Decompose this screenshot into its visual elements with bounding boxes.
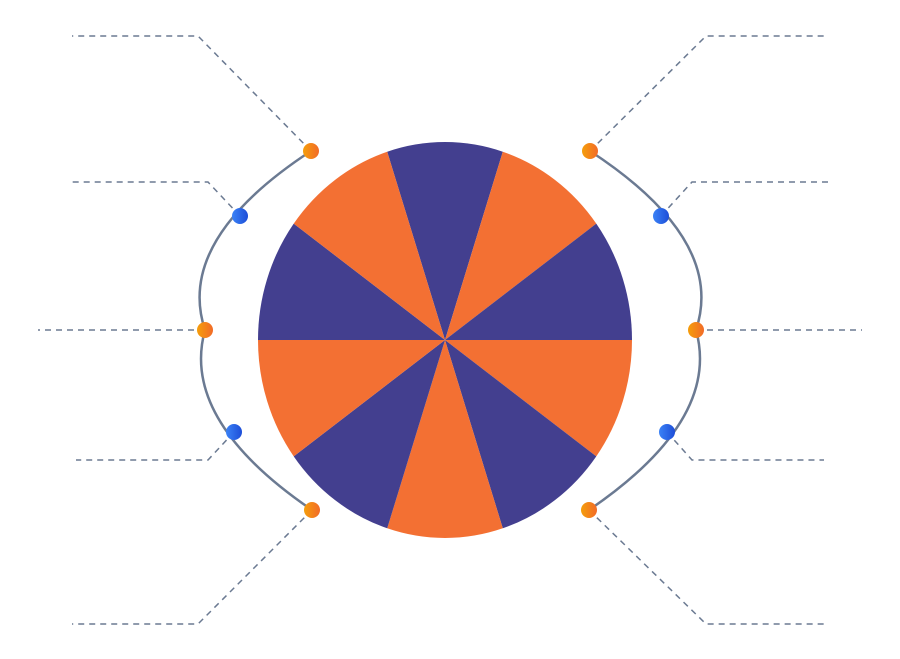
- wheel-segment-4: [445, 340, 632, 457]
- orange-connector-dot: [582, 143, 598, 159]
- orange-connector-dot: [581, 502, 597, 518]
- blue-connector-dot: [653, 208, 669, 224]
- leader-line-right-7: [660, 181, 830, 217]
- leader-line-right-10: [588, 509, 828, 625]
- connector-dots: [197, 143, 704, 518]
- wheel-segment-3: [445, 223, 632, 340]
- blue-connector-dot: [232, 208, 248, 224]
- leader-line-right-6: [589, 35, 828, 152]
- wheel-segment-10: [293, 151, 445, 340]
- blue-connector-dot: [226, 424, 242, 440]
- wheel-segment-1: [387, 141, 503, 340]
- leader-lines: [38, 35, 862, 625]
- wheel-segment-7: [293, 340, 445, 529]
- wheel: [258, 141, 632, 539]
- wheel-segment-2: [445, 151, 597, 340]
- leader-line-left-1: [72, 35, 312, 152]
- leader-line-left-5: [72, 509, 313, 625]
- blue-connector-dot: [659, 424, 675, 440]
- leader-line-left-2: [70, 181, 241, 217]
- leader-line-left-4: [76, 431, 235, 461]
- wheel-segment-6: [387, 340, 503, 539]
- orange-connector-dot: [688, 322, 704, 338]
- leader-line-right-9: [666, 431, 824, 461]
- wheel-segment-9: [258, 223, 445, 340]
- wheel-segment-5: [445, 340, 597, 529]
- orange-connector-dot: [304, 502, 320, 518]
- orange-connector-dot: [303, 143, 319, 159]
- orange-connector-dot: [197, 322, 213, 338]
- wheel-segment-8: [258, 340, 445, 457]
